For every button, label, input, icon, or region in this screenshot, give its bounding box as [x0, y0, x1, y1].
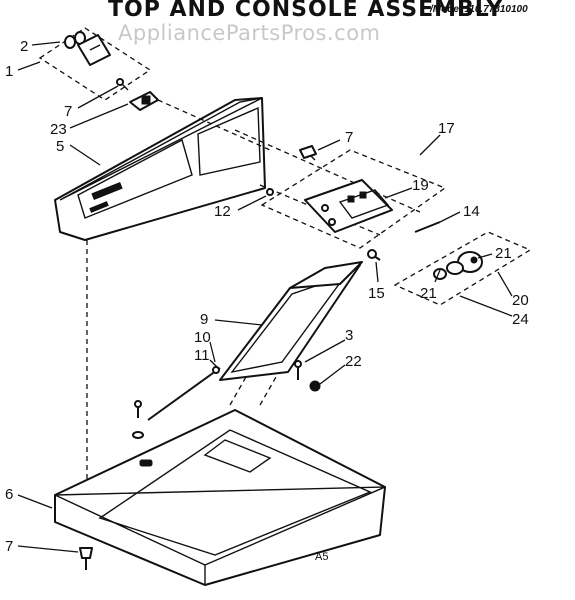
callout-7-console: 7 [345, 129, 353, 146]
callout-21-upper: 21 [495, 245, 512, 262]
model-number: /Model 110.77810100 [429, 4, 528, 15]
board-screw [414, 221, 441, 233]
support-rod [147, 366, 221, 421]
callout-6: 6 [5, 486, 13, 503]
diagram-code: A5 [315, 551, 328, 563]
leader-lines [17, 41, 513, 553]
callout-labels: 2 1 7 23 5 7 17 19 12 14 15 21 21 20 24 … [5, 38, 529, 555]
callout-10: 10 [194, 329, 211, 346]
callout-24: 24 [512, 311, 529, 328]
callout-1: 1 [5, 63, 13, 80]
lint-screen [219, 261, 363, 381]
lamp-socket-assembly [393, 231, 532, 306]
clip [266, 188, 274, 196]
callout-17: 17 [438, 120, 455, 137]
callout-19: 19 [412, 177, 429, 194]
top-cover [54, 409, 386, 586]
callout-7-bottom: 7 [5, 538, 13, 555]
callout-21-lower: 21 [420, 285, 437, 302]
diagram-title: TOP AND CONSOLE ASSEMBLY [108, 0, 503, 22]
callout-5: 5 [56, 138, 64, 155]
screw-and-grommet [294, 360, 321, 392]
callout-7-top: 7 [64, 103, 72, 120]
callout-22: 22 [345, 353, 362, 370]
callout-9: 9 [200, 311, 208, 328]
mounting-screw [367, 249, 381, 261]
control-board-assembly [260, 149, 447, 249]
callout-3: 3 [345, 327, 353, 344]
knob-assembly [38, 27, 152, 101]
callout-15: 15 [368, 285, 385, 302]
callout-2: 2 [20, 38, 28, 55]
callout-11: 11 [194, 347, 210, 364]
callout-23: 23 [50, 121, 67, 138]
callout-14: 14 [463, 203, 480, 220]
callout-12: 12 [214, 203, 231, 220]
watermark: AppliancePartsPros.com [118, 21, 381, 45]
console-panel [54, 97, 266, 241]
console-screw [299, 145, 317, 161]
callout-20: 20 [512, 292, 529, 309]
left-screws [132, 400, 144, 439]
bottom-screw [79, 547, 93, 570]
